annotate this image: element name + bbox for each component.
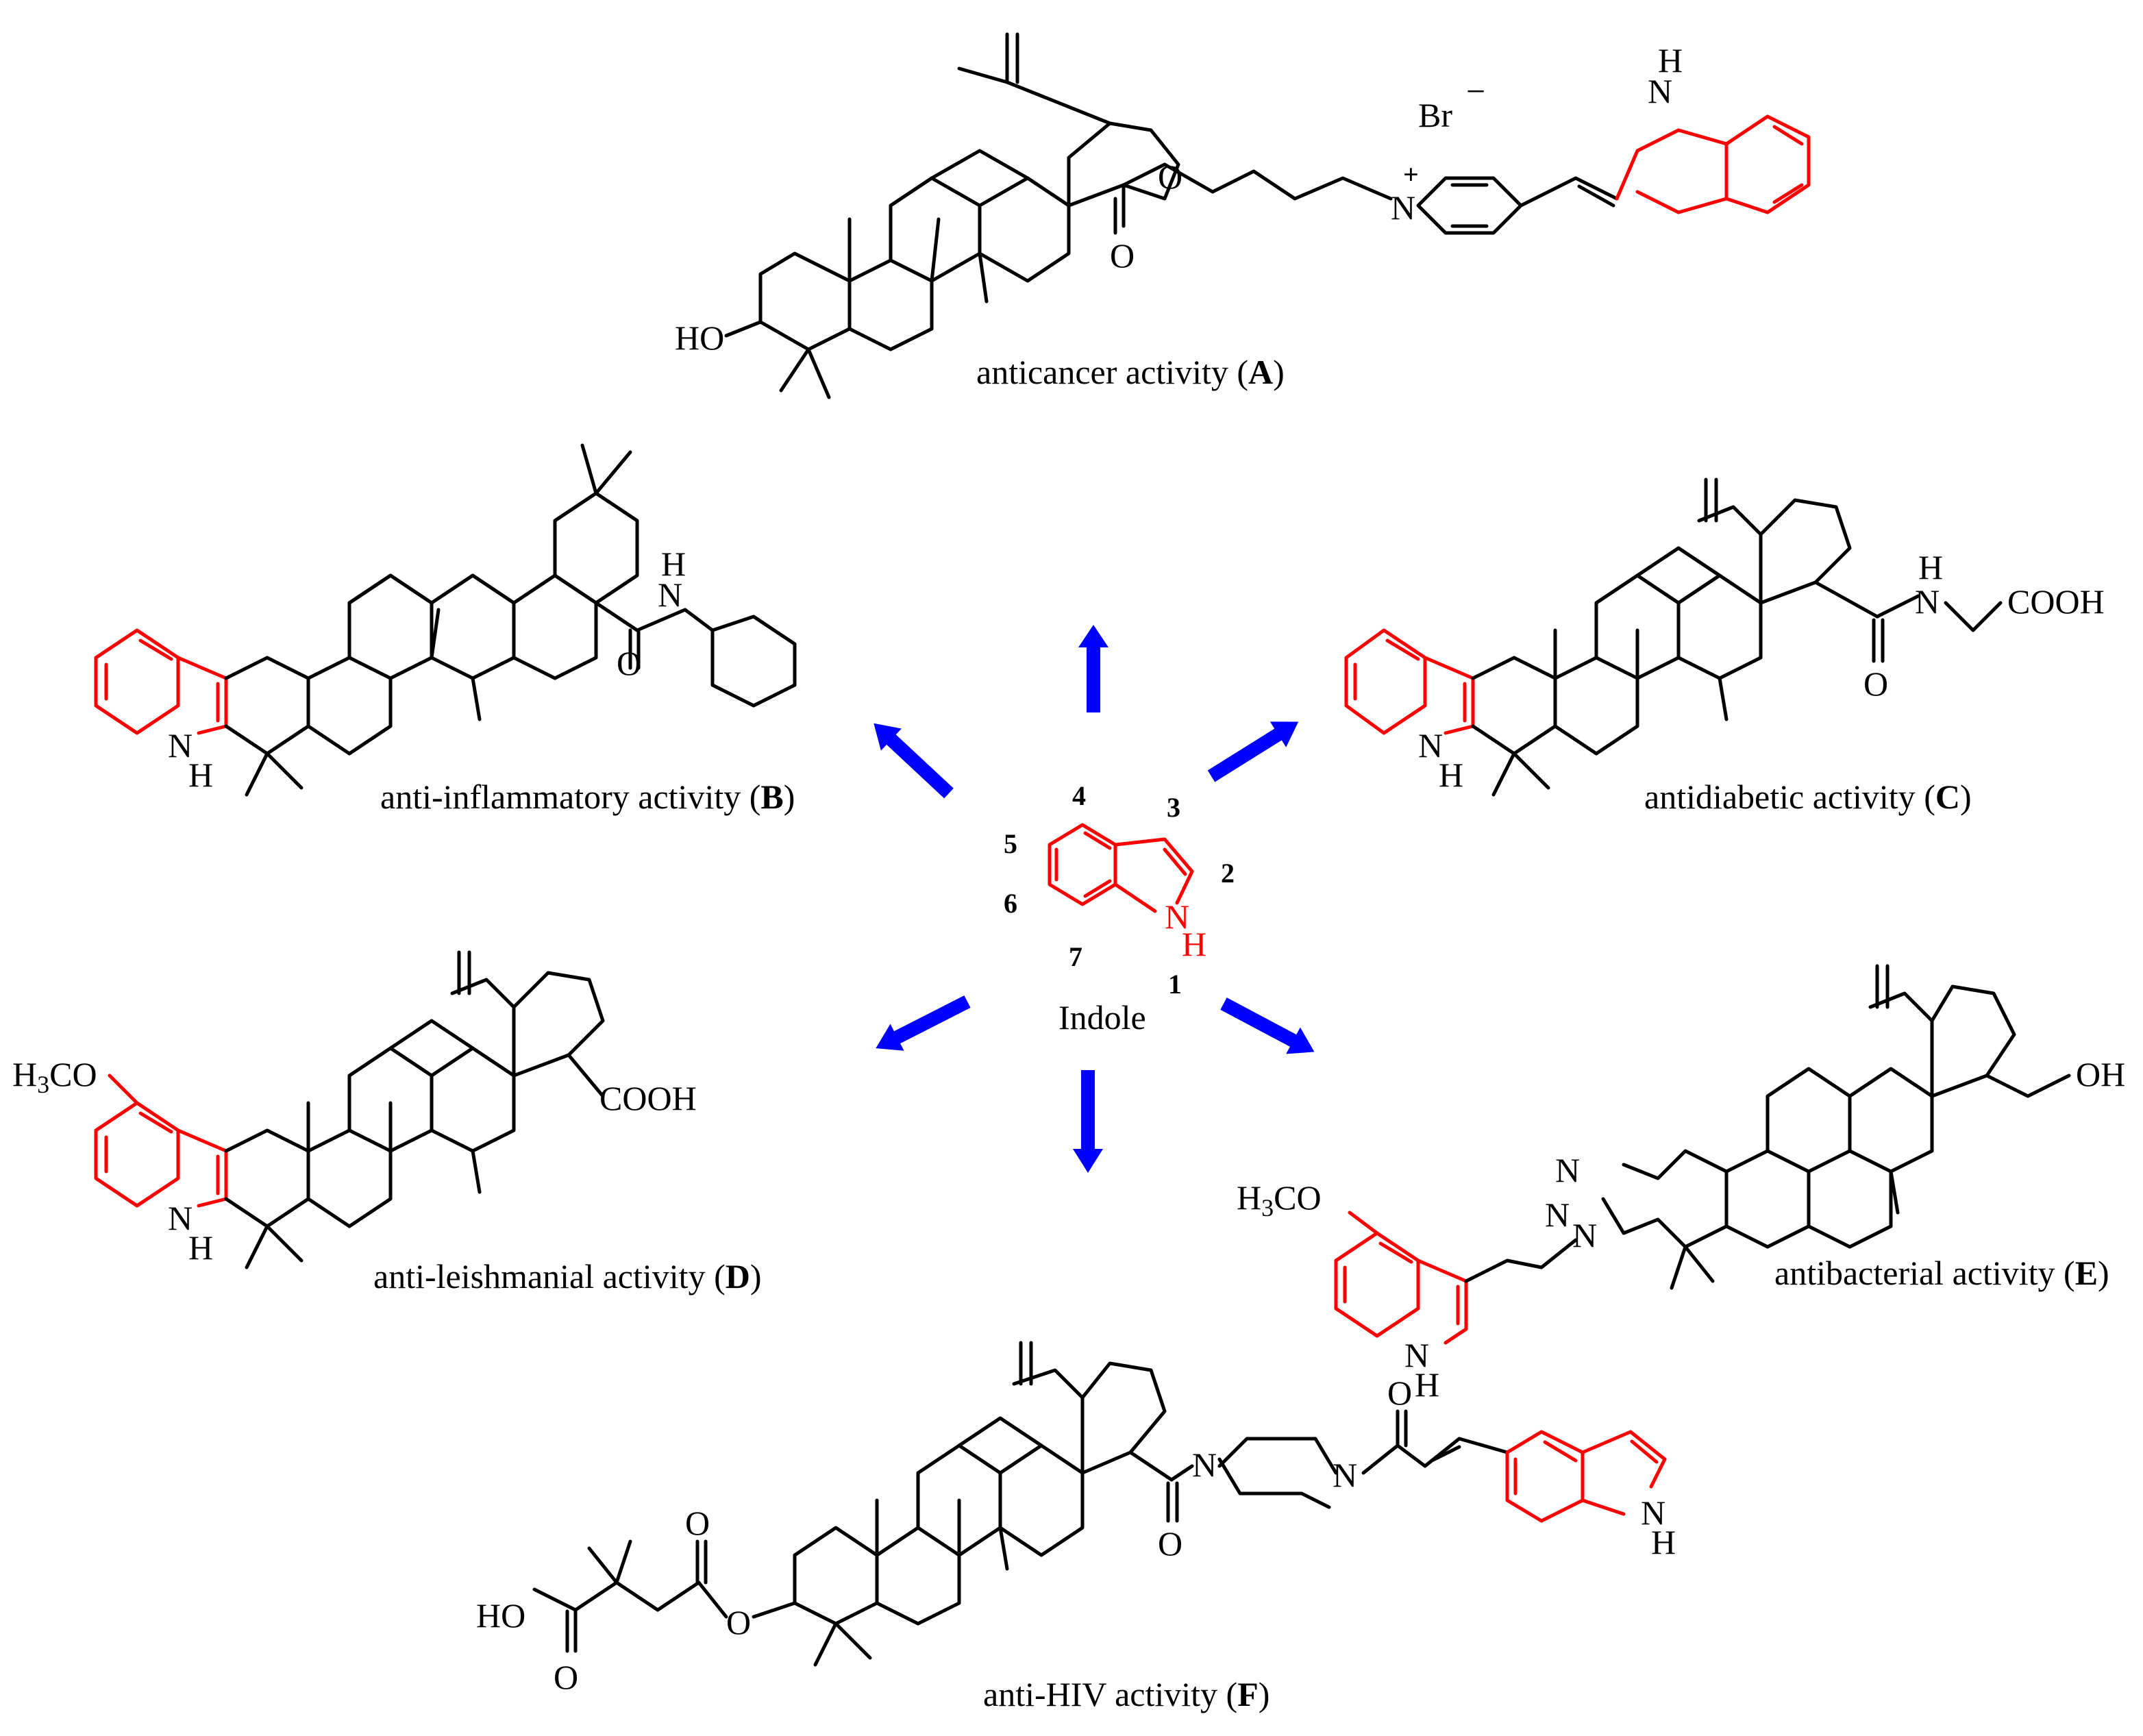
arrow-down-left [876,995,971,1051]
compound-e-triazole-n3: N [1572,1216,1597,1254]
compound-e-caption: antibacterial activity (E) [1774,1254,2109,1292]
compound-b-nh-h: H [661,545,686,583]
indole-core: N H 1 2 3 4 5 6 7 Indole [1004,780,1235,1037]
compound-b-caption: anti-inflammatory activity (B) [380,778,795,816]
compound-d-indole-h: H [188,1228,213,1267]
compound-e-triazole-n1: N [1555,1151,1580,1189]
compound-c-cooh: COOH [2007,582,2105,621]
compound-b-indole-n: N [168,726,193,765]
compound-d-caption: anti-leishmanial activity (D) [373,1257,762,1295]
compound-e-indole-h: H [1415,1365,1439,1404]
position-7: 7 [1069,941,1082,972]
position-1: 1 [1168,969,1182,1000]
compound-f-indole-n: N [1641,1493,1665,1532]
compound-a-minus: − [1466,72,1485,110]
compound-f-ester-o: O [726,1603,751,1641]
position-4: 4 [1072,780,1086,811]
compound-f-caption: anti-HIV activity (F) [983,1675,1269,1713]
compound-d-h3co: H3CO [12,1055,97,1098]
compound-d-skeleton [224,950,605,1269]
compound-c-n: N [1915,582,1940,621]
compound-f: HO O O O O N N O N H anti-HIV activity (… [476,1341,1676,1713]
compound-d-indole [94,1074,228,1208]
compound-b-indole-h: H [188,756,213,794]
compound-a-skeleton [724,32,1619,399]
compound-f-ester-carbonyl-o: O [685,1504,710,1542]
compound-f-enone-o: O [1387,1374,1412,1412]
compound-f-ho: HO [476,1596,525,1635]
arrow-down [1073,1070,1103,1173]
arrow-up [1078,625,1108,712]
arrow-down-right [1220,997,1315,1054]
compound-e-indole [1334,1211,1468,1345]
compound-a: HO O O N + Br − H N anticancer activity … [675,32,1811,399]
arrow-up-left [874,723,954,799]
position-6: 6 [1004,888,1017,919]
compound-f-piperazine-n1: N [1192,1446,1217,1484]
compound-a-br: Br [1418,96,1452,134]
indole-ring-bonds [1048,823,1194,913]
compound-f-skeleton [532,1341,1509,1667]
compound-b: N H O N H anti-inflammatory activity (B) [94,443,797,816]
compound-a-n: N [1391,188,1415,227]
compound-b-indole [94,628,228,735]
compound-f-indole-h: H [1651,1523,1676,1561]
position-5: 5 [1004,828,1017,859]
compound-d-cooh: COOH [599,1079,697,1117]
compound-b-o: O [617,644,641,682]
compound-e-triazole-n2: N [1545,1195,1570,1234]
position-3: 3 [1167,792,1180,823]
compound-a-caption: anticancer activity (A) [976,353,1285,391]
compound-c: N H O N H COOH antidiabetic activity (C) [1344,478,2105,816]
compound-c-caption: antidiabetic activity (C) [1644,778,1972,816]
indole-name: Indole [1058,998,1146,1037]
compound-e-indole-n: N [1404,1336,1429,1374]
compound-e-oh: OH [2076,1055,2125,1093]
compound-c-skeleton [1471,478,2003,797]
compound-c-o: O [1863,665,1888,703]
compound-e-skeleton [1464,964,2071,1290]
compound-e: N N N N H H3CO OH antibacterial activity… [1237,964,2125,1404]
compound-f-amide-o: O [1158,1524,1182,1563]
compound-b-skeleton [224,443,797,797]
arrow-up-right [1207,721,1299,782]
indole-nh-h: H [1182,925,1206,963]
compound-e-h3co: H3CO [1237,1178,1322,1222]
compound-a-plus: + [1403,159,1419,190]
compound-a-carbonyl-o: O [1110,236,1135,275]
position-2: 2 [1221,858,1235,889]
compound-a-indole-h: H [1658,41,1683,79]
compound-a-indole [1615,114,1811,214]
compound-a-indole-n: N [1648,72,1672,110]
indole-n: N [1165,897,1189,936]
compound-c-indole-n: N [1418,726,1443,765]
compound-a-ho: HO [675,319,724,357]
arrows [874,625,1315,1173]
compound-a-ester-o: O [1158,158,1182,196]
compound-f-acid-o: O [554,1658,578,1696]
compound-f-indole [1505,1430,1667,1523]
compound-f-piperazine-n2: N [1333,1456,1357,1494]
compound-d: N H H3CO COOH anti-leishmanial activity … [12,950,762,1295]
compound-c-indole [1344,628,1475,735]
compound-c-nh-h: H [1918,548,1943,586]
compound-b-n: N [658,575,682,614]
compound-d-indole-n: N [168,1199,193,1237]
compound-c-indole-h: H [1439,756,1463,794]
